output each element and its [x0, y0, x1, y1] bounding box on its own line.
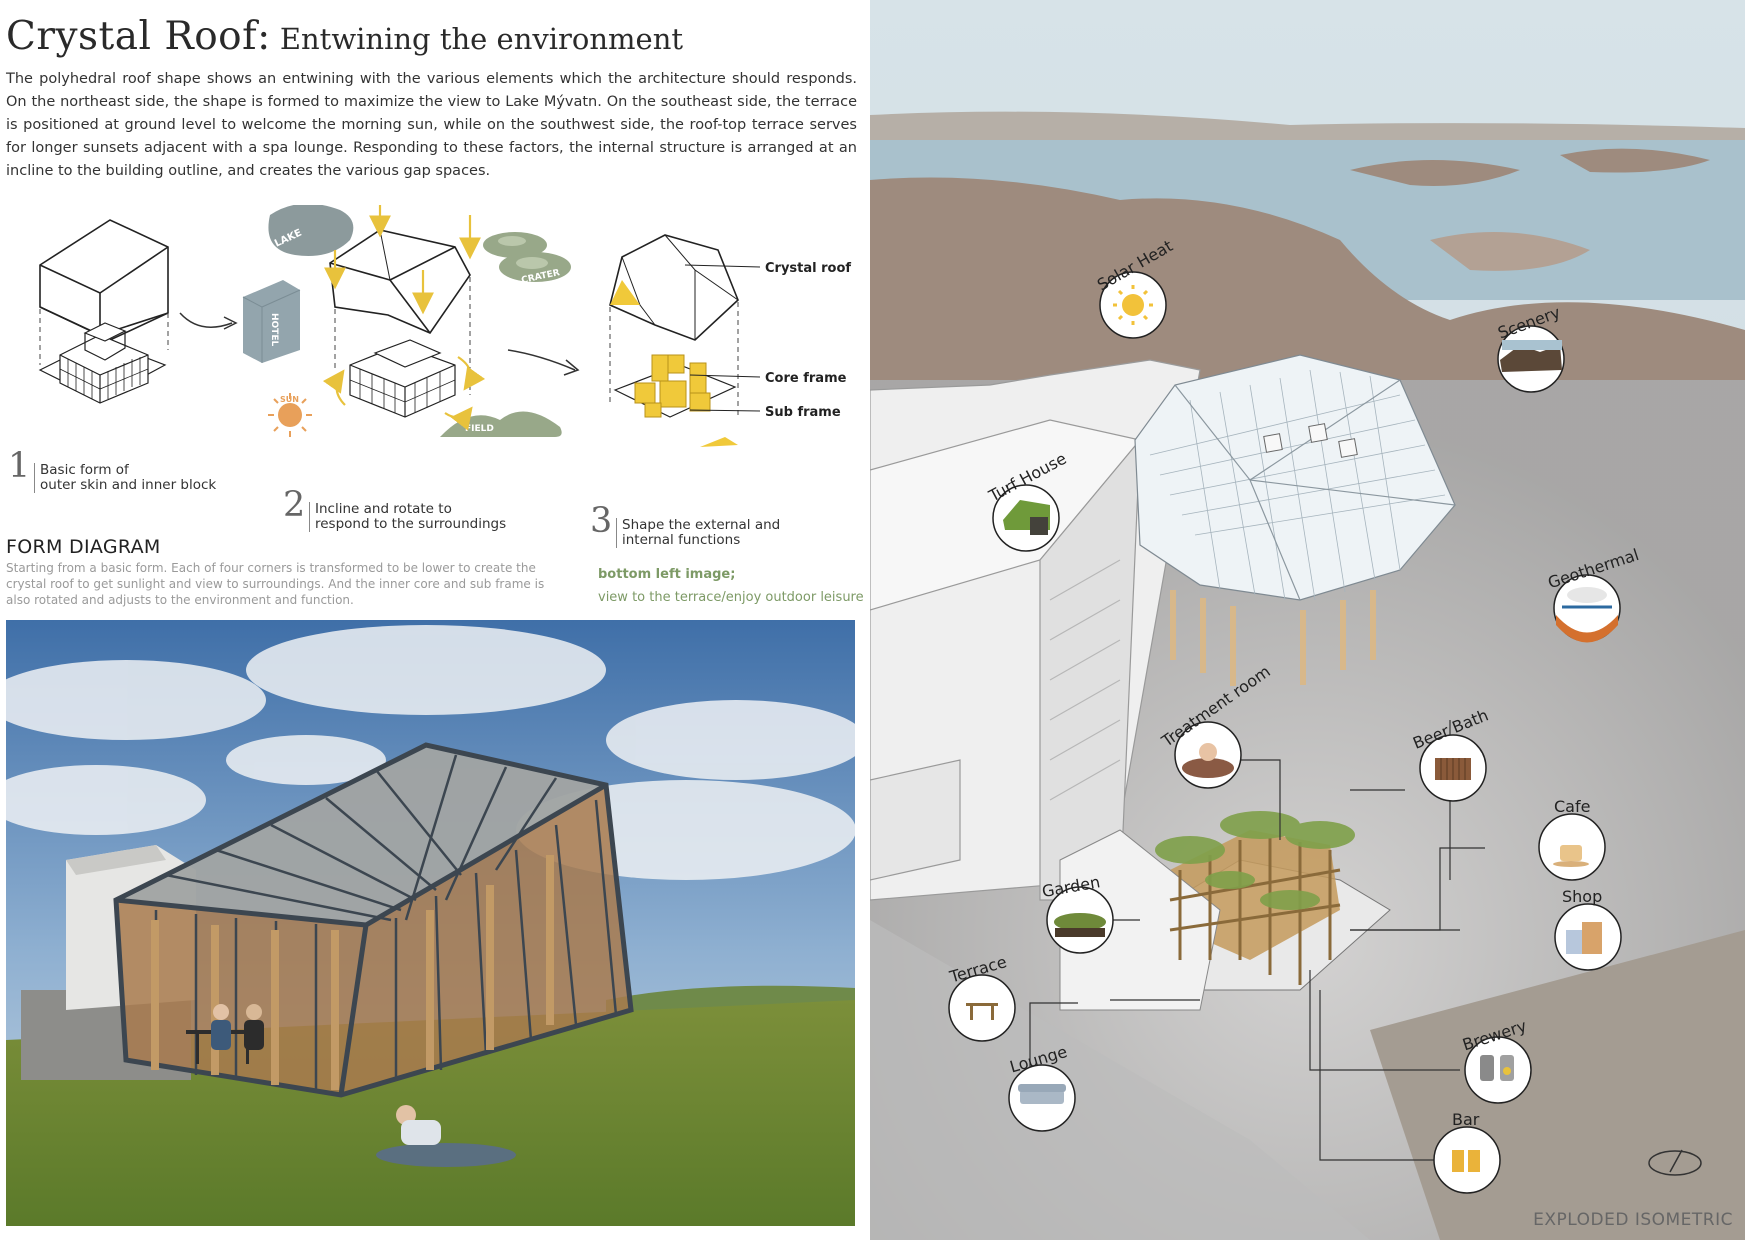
step-2-line1: Incline and rotate to: [315, 501, 452, 517]
step-2-number: 2: [283, 485, 306, 525]
core-structure-isometric: [1059, 811, 1391, 1011]
step1-outer-skin: [39, 219, 169, 341]
cafe-badge: [1538, 813, 1606, 881]
field-shape: [440, 411, 562, 437]
sub-frame-label: Sub frame: [765, 405, 841, 420]
arrow-2-icon: [507, 349, 576, 371]
garden-badge: [1046, 886, 1114, 954]
step-1-line1: Basic form of: [40, 462, 129, 478]
step3-crystal-roof: [609, 234, 739, 341]
shop-badge: [1554, 903, 1622, 971]
image-note-caption: view to the terrace/enjoy outdoor leisur…: [598, 590, 864, 605]
bar-label: Bar: [1452, 1110, 1480, 1129]
image-note-title: bottom left image;: [598, 567, 736, 582]
brewery-badge: [1464, 1036, 1532, 1104]
step-3-number: 3: [590, 501, 613, 541]
crystal-roof-isometric: [1134, 354, 1456, 686]
field-label: FIELD: [465, 424, 494, 434]
form-diagram: LAKE HOTEL CRATER SUN FIELD: [38, 205, 851, 447]
solar-heat-badge: [1099, 271, 1167, 339]
step2-yellow-arrows: [322, 205, 486, 431]
left-panel: Crystal Roof: Entwining the environment …: [0, 0, 870, 1240]
terrace-render-image: [6, 620, 855, 1226]
person-lying: [376, 1105, 516, 1167]
step-1-line2: outer skin and inner block: [40, 477, 217, 493]
intro-paragraph: The polyhedral roof shape shows an entwi…: [6, 71, 857, 179]
terrace-badge: [948, 974, 1016, 1042]
step2-outer-skin: [329, 229, 471, 334]
sun-label: SUN: [280, 395, 299, 404]
step-1-number: 1: [8, 446, 31, 486]
exploded-isometric-panel: Solar Heat Scenery Turf House Geothermal…: [870, 0, 1745, 1240]
existing-hotel: [870, 359, 1201, 901]
north-arrow-icon: [1648, 1149, 1702, 1176]
title-main: Crystal Roof:: [6, 14, 271, 59]
sun-icon: [268, 393, 312, 437]
scenery-badge: [1497, 325, 1565, 393]
title-sub: Entwining the environment: [279, 22, 684, 56]
treatment-room-badge: [1174, 721, 1242, 789]
step-3-line1: Shape the external and: [622, 517, 781, 533]
crystal-roof-label: Crystal roof: [765, 261, 851, 276]
cafe-label: Cafe: [1554, 797, 1590, 816]
isometric-drawing: Solar Heat Scenery Turf House Geothermal…: [870, 0, 1745, 1240]
step1-inner-block: [38, 322, 167, 404]
arrow-1-icon: [179, 312, 233, 328]
hotel-label: HOTEL: [269, 313, 279, 346]
lounge-badge: [1008, 1064, 1076, 1132]
core-frame-label: Core frame: [765, 371, 847, 386]
shop-label: Shop: [1562, 887, 1602, 906]
beer-bath-badge: [1419, 734, 1487, 802]
form-diagram-description: Starting from a basic form. Each of four…: [6, 561, 545, 607]
page-title: Crystal Roof: Entwining the environment: [6, 14, 683, 59]
lake-shape: [268, 205, 354, 256]
turf-house-badge: [992, 484, 1060, 552]
step-2-line2: respond to the surroundings: [315, 516, 507, 532]
hotel-block: [242, 280, 301, 363]
bar-badge: [1433, 1126, 1501, 1194]
form-diagram-heading: FORM DIAGRAM: [6, 536, 161, 558]
step2-inner-block: [349, 339, 456, 418]
crater-shape: [483, 232, 571, 282]
step3-core-frame: [613, 354, 737, 418]
geothermal-badge: [1553, 574, 1621, 643]
exploded-isometric-caption: EXPLODED ISOMETRIC: [1533, 1210, 1733, 1230]
glass-pavilion: [113, 742, 634, 1098]
step-3-line2: internal functions: [622, 532, 741, 548]
